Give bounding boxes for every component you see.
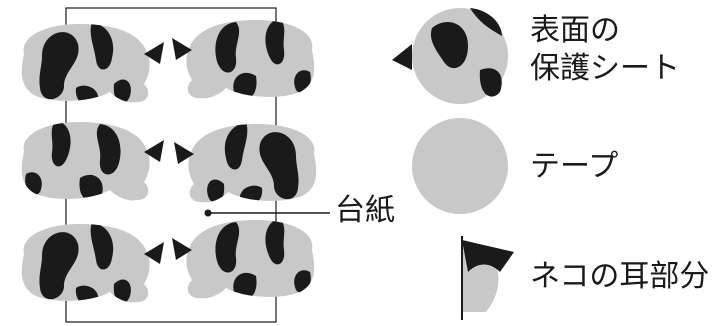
cat-sticker-left-3 [22,222,164,304]
cat-ear-swatch [461,236,514,320]
surface-sheet-swatch [392,8,508,104]
tape-swatch [412,118,508,214]
surface-sheet-label-line-2: 保護シート [530,51,680,86]
cat-sticker-right-2 [174,122,316,204]
surface-sheet-label-line-1: 表面の [530,13,620,48]
cat-sticker-left-2 [22,120,164,201]
base-board-label: 台紙 [335,193,395,228]
cat-ear-label: ネコの耳部分 [530,259,710,294]
tape-label: テープ [530,149,619,184]
cat-sticker-left-1 [22,22,164,104]
cat-sticker-right-3 [172,218,314,299]
cat-sticker-right-1 [172,18,314,99]
surface-sheet-label: 表面の 保護シート [530,12,680,88]
base-leader-line [204,209,330,217]
